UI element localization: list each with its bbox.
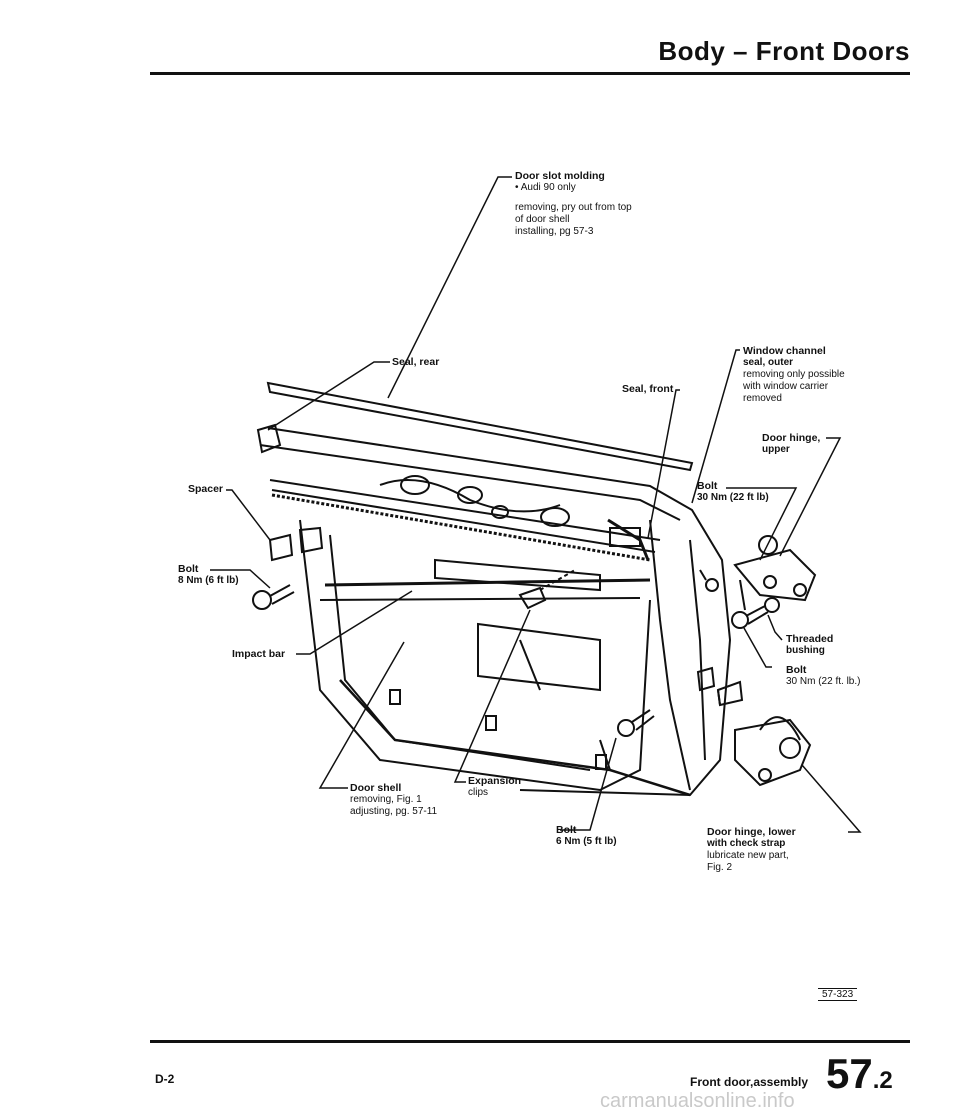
label-expansion-clips: Expansion clips [468,775,522,798]
label-door-slot-molding: Door slot molding • Audi 90 only removin… [515,170,632,238]
label-threaded-bushing: Threaded bushing [786,633,834,656]
label-seal-front: Seal, front [622,383,674,395]
page-number-major: 57 [826,1050,873,1097]
bolt-bottom-shape [617,719,635,737]
expansion-clip-shape [518,586,547,610]
door-slot-molding-shape [266,381,694,472]
footer-rule [150,1040,910,1043]
label-spacer: Spacer [188,483,224,495]
label-door-hinge-lower: Door hinge, lower with check strap lubri… [707,826,796,873]
page-number: 57.2 [826,1050,893,1098]
threaded-bushing-shape [764,597,780,613]
label-title: Door slot molding [515,170,605,182]
label-line: • Audi 90 only [515,182,576,193]
watermark: carmanualsonline.info [600,1090,795,1112]
label-line: removing, pry out from top [515,202,632,213]
label-bolt-left: Bolt 8 Nm (6 ft lb) [178,563,239,586]
header-rule [150,72,910,75]
label-bolt-hinge: Bolt 30 Nm (22 ft. lb.) [786,664,861,687]
label-bolt-bottom: Bolt 6 Nm (5 ft lb) [556,824,617,847]
page-title: Body – Front Doors [658,36,910,66]
label-door-shell: Door shell removing, Fig. 1 adjusting, p… [350,782,438,817]
bolt-hinge-shape [731,611,749,629]
label-bolt-upper: Bolt 30 Nm (22 ft lb) [697,480,769,503]
label-line: installing, pg 57-3 [515,226,594,237]
figure-reference: 57-323 [818,988,858,1001]
label-window-channel: Window channel seal, outer removing only… [743,345,845,404]
label-seal-rear: Seal, rear [392,356,440,368]
panel-hole [400,475,430,495]
label-impact-bar: Impact bar [232,648,286,660]
seal-rear-clip-shape [256,423,282,454]
label-door-hinge-upper: Door hinge, upper [762,432,821,455]
label-line: of door shell [515,214,570,225]
bolt-left-shape [252,590,272,610]
spacer-shape [268,533,294,562]
window-channel-seal-shape [271,493,651,562]
footer-section-title: Front door,assembly [690,1075,809,1089]
door-hinge-upper-shape [733,548,817,602]
page-number-minor: .2 [872,1067,893,1094]
leader-lines [210,176,862,833]
footer-code: D-2 [155,1072,175,1086]
door-hinge-lower-shape [734,718,812,787]
